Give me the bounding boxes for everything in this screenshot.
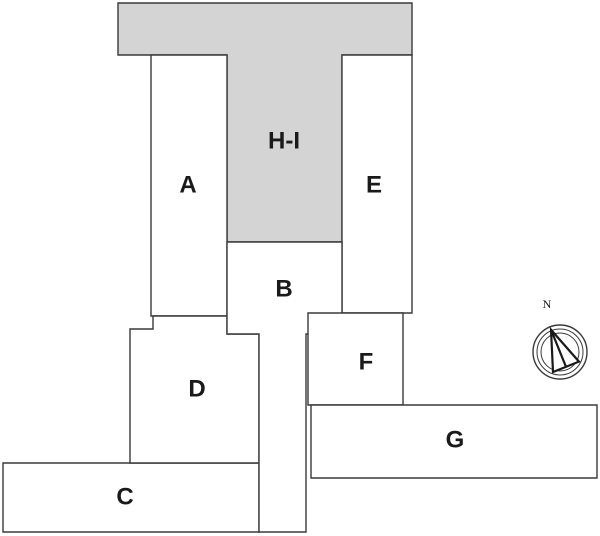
north-arrow-icon xyxy=(549,326,581,374)
compass-inner-ring xyxy=(540,332,580,372)
block-h-i-label: H-I xyxy=(268,127,300,154)
block-e: E xyxy=(341,54,413,314)
block-d: D xyxy=(129,315,260,464)
block-f: F xyxy=(307,312,404,406)
block-d-label: D xyxy=(188,375,205,402)
block-e-label: E xyxy=(366,171,382,198)
compass-north-label: N xyxy=(543,297,552,311)
block-c-label: C xyxy=(116,483,133,510)
block-g: G xyxy=(310,404,598,479)
block-b-label: B xyxy=(275,275,292,302)
block-a: A xyxy=(150,54,228,317)
block-g-label: G xyxy=(446,426,465,453)
compass-middle-ring xyxy=(536,328,584,376)
compass-outer-ring xyxy=(532,324,588,380)
block-c: C xyxy=(2,462,260,533)
compass: N xyxy=(532,297,588,380)
block-f-label: F xyxy=(359,348,374,375)
block-a-label: A xyxy=(179,171,196,198)
